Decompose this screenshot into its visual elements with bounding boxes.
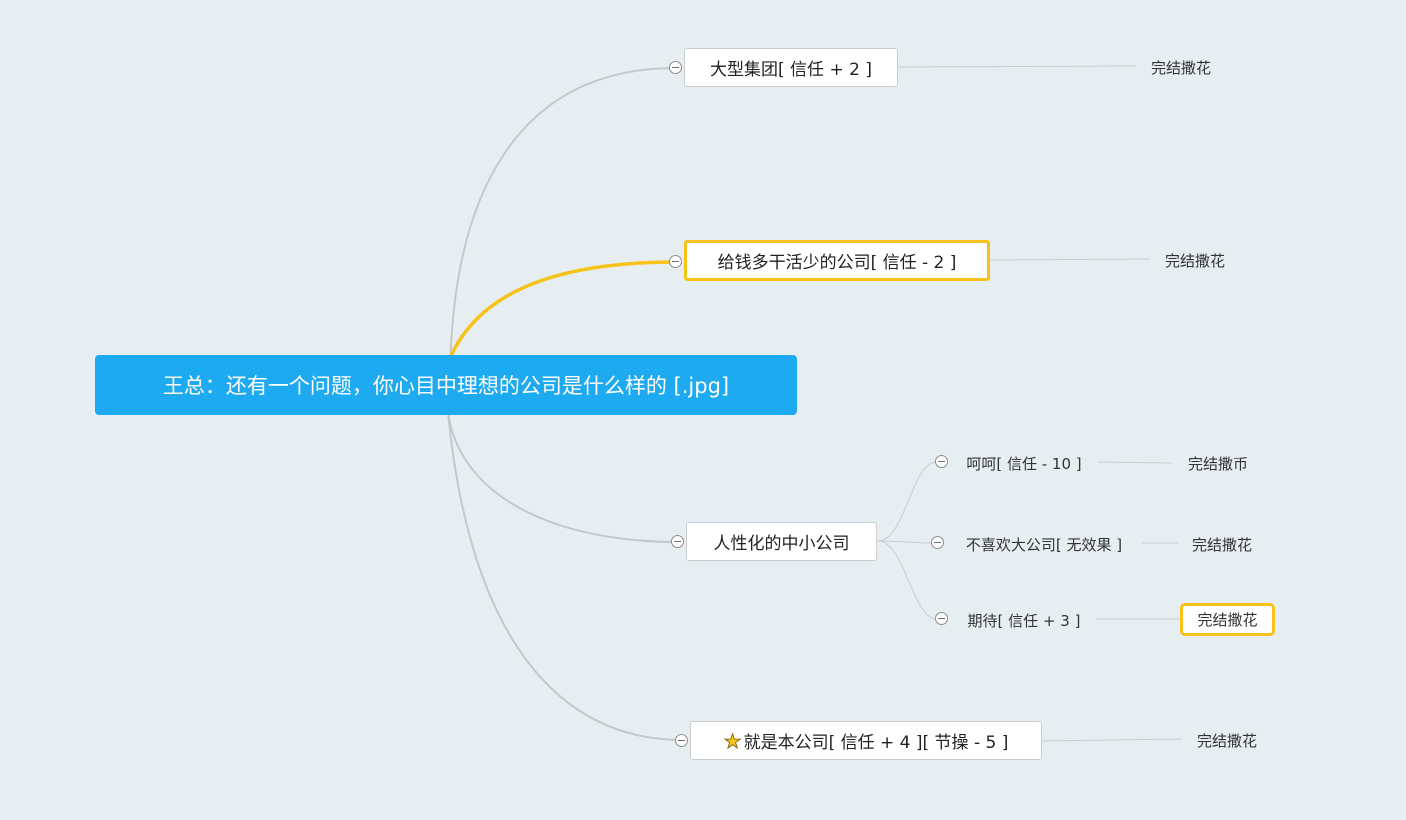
branch-topic-3[interactable]: 人性化的中小公司 [686,522,877,561]
root-topic-label: 王总：还有一个问题，你心目中理想的公司是什么样的 [.jpg] [162,374,730,398]
leaf-topic-sub-1[interactable]: 完结撒币 [1187,454,1248,473]
link-branch-3-sub-1 [877,461,937,542]
branch-topic-2[interactable]: 给钱多干活少的公司[ 信任 - 2 ] [684,240,990,281]
collapse-toggle-branch-1[interactable] [669,61,682,74]
collapse-toggle-branch-2[interactable] [669,255,682,268]
leaf-topic-branch-4[interactable]: 完结撒花 [1196,731,1257,750]
sub-topic-2[interactable]: 不喜欢大公司[ 无效果 ] [965,535,1123,554]
sub-topic-1[interactable]: 呵呵[ 信任 - 10 ] [966,454,1082,473]
link-root-branch-1 [449,67,677,386]
link-branch-4-leaf [1041,738,1183,742]
branch-topic-2-label: 给钱多干活少的公司[ 信任 - 2 ] [717,253,957,273]
branch-topic-1[interactable]: 大型集团[ 信任 + 2 ] [684,48,898,87]
branch-topic-4-label: 就是本公司[ 信任 + 4 ][ 节操 - 5 ] [743,733,1009,753]
leaf-topic-branch-2[interactable]: 完结撒花 [1164,251,1225,270]
root-topic[interactable]: 王总：还有一个问题，你心目中理想的公司是什么样的 [.jpg] [95,355,797,415]
collapse-toggle-sub-3[interactable] [935,612,948,625]
sub-topic-3[interactable]: 期待[ 信任 + 3 ] [967,611,1081,630]
leaf-topic-sub-3[interactable]: 完结撒花 [1180,603,1275,636]
link-branch-3-sub-2 [877,540,934,544]
leaf-topic-sub-2[interactable]: 完结撒花 [1191,535,1252,554]
collapse-toggle-sub-1[interactable] [935,455,948,468]
link-root-branch-4 [447,411,683,741]
link-root-branch-3 [447,411,679,543]
link-branch-2-leaf [989,258,1151,261]
link-root-branch-2 [448,260,677,359]
collapse-toggle-branch-3[interactable] [671,535,684,548]
link-branch-1-leaf [897,65,1137,68]
star-icon: ★ [723,728,742,753]
branch-topic-4[interactable]: ★ 就是本公司[ 信任 + 4 ][ 节操 - 5 ] [690,721,1042,760]
link-sub-1-leaf [1097,461,1173,464]
leaf-topic-branch-1[interactable]: 完结撒花 [1150,58,1211,77]
branch-topic-1-label: 大型集团[ 信任 + 2 ] [710,60,872,80]
collapse-toggle-branch-4[interactable] [675,734,688,747]
collapse-toggle-sub-2[interactable] [931,536,944,549]
link-branch-3-sub-3 [877,540,938,620]
branch-topic-3-label: 人性化的中小公司 [713,534,850,554]
